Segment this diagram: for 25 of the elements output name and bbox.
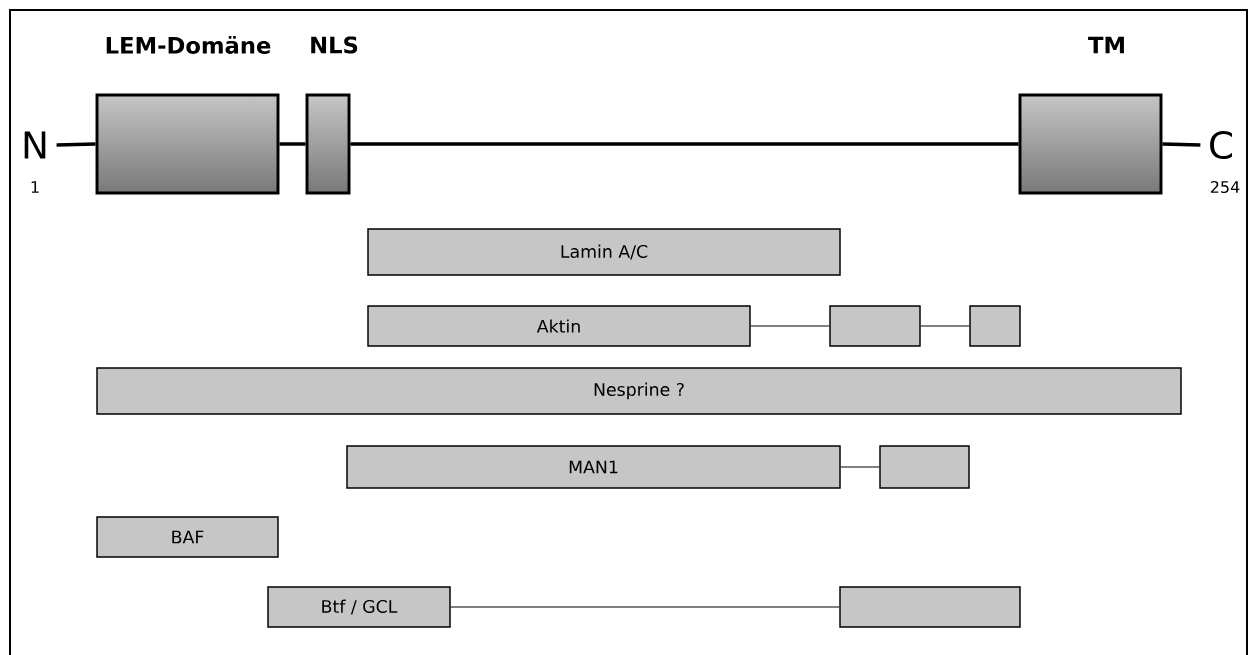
backbone-line [56, 142, 96, 147]
binding-region-bar: Btf / GCL [267, 586, 451, 628]
binding-region-box [879, 445, 970, 489]
binding-region-bar: Nesprine ? [96, 367, 1182, 415]
binding-region-bar: Aktin [367, 305, 751, 347]
backbone-line [350, 142, 1019, 146]
terminus-label: C [1210, 130, 1232, 160]
backbone-line [1162, 142, 1201, 147]
binding-region-box [969, 305, 1021, 347]
domain-label: NLS [311, 36, 358, 54]
connector-line [840, 466, 880, 468]
domain-label: TM [1088, 36, 1124, 54]
connector-line [750, 325, 830, 327]
terminus-label: N [24, 131, 46, 159]
binding-region-bar: BAF [96, 516, 279, 558]
binding-region-bar: MAN1 [346, 445, 841, 489]
binding-region-box [829, 305, 921, 347]
backbone-line [279, 142, 306, 146]
residue-number: 1 [31, 181, 39, 193]
binding-region-box [839, 586, 1021, 628]
connector-line [450, 606, 840, 608]
domain-label: LEM-Domäne [106, 36, 271, 54]
connector-line [920, 325, 970, 327]
residue-number: 254 [1210, 180, 1240, 194]
binding-region-bar: Lamin A/C [367, 228, 841, 276]
